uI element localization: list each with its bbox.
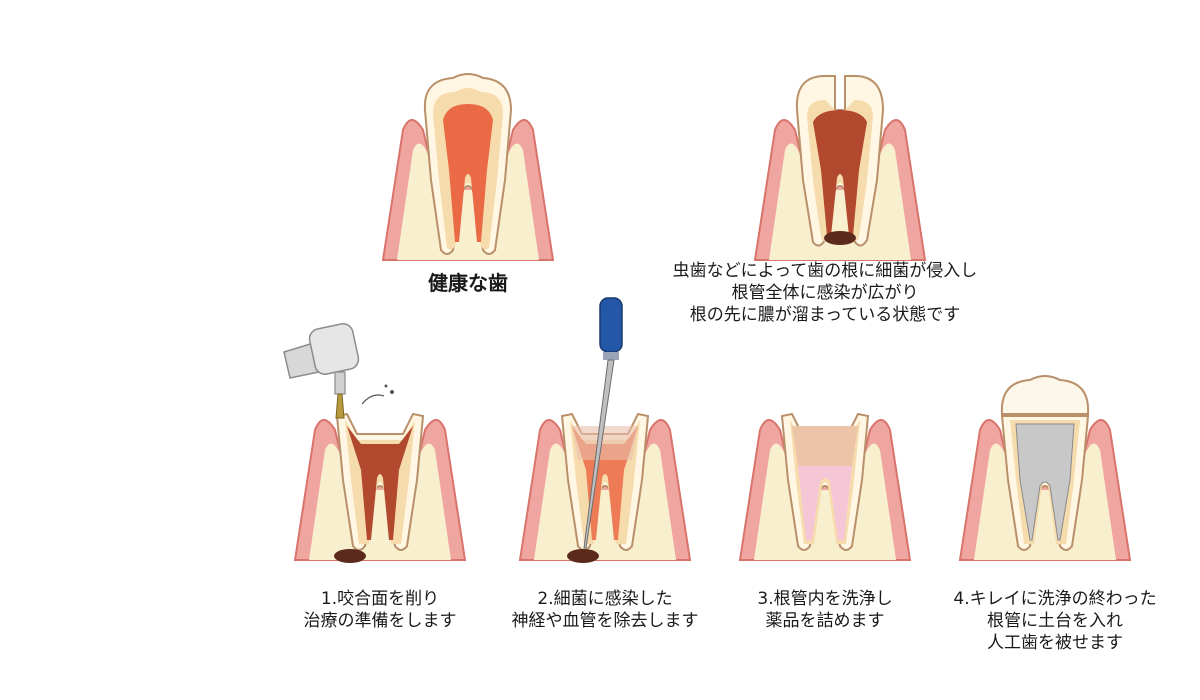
caption-step4: 4.キレイに洗浄の終わった 根管に土台を入れ 人工歯を被せます — [953, 589, 1157, 653]
caption-step2: 2.細菌に感染した 神経や血管を除去します — [511, 589, 699, 631]
caption-step1: 1.咬合面を削り 治療の準備をします — [303, 589, 457, 631]
tooth-infected — [754, 75, 926, 261]
drill-icon — [283, 323, 394, 419]
caption-step3: 3.根管内を洗浄し 薬品を詰めます — [757, 589, 893, 631]
tooth-step3 — [739, 412, 911, 561]
root-canal-file-icon — [583, 297, 623, 549]
tooth-step4 — [959, 375, 1131, 561]
caption-healthy: 健康な歯 — [428, 271, 508, 295]
caption-infected: 虫歯などによって歯の根に細菌が侵入し 根管全体に感染が広がり 根の先に膿が溜まっ… — [672, 261, 978, 325]
tooth-step2 — [519, 412, 691, 563]
tooth-step1 — [294, 412, 466, 563]
tooth-healthy — [382, 73, 554, 261]
